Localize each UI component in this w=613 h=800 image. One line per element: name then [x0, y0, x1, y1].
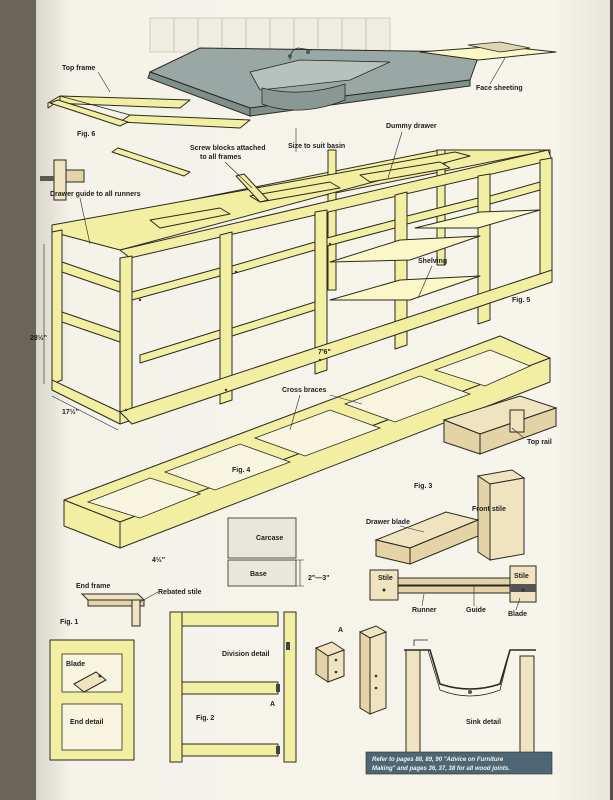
- label-size-to-suit-basin: Size to suit basin: [288, 143, 345, 150]
- label-screw-blocks-1: Screw blocks attached: [190, 145, 265, 152]
- label-base-dim: 4½": [152, 556, 165, 564]
- fig3-runner-assembly: [369, 565, 537, 603]
- label-sink-detail: Sink detail: [466, 719, 501, 726]
- end-detail: [49, 639, 135, 761]
- label-depth-dim: 17½": [62, 408, 79, 416]
- label-top-rail: Top rail: [527, 439, 552, 446]
- label-shelving: Shelving: [418, 258, 447, 265]
- label-rebated-stile: Rebated stile: [158, 589, 202, 596]
- label-fig6: Fig. 6: [77, 131, 95, 138]
- label-carcase: Carcase: [256, 535, 283, 542]
- label-runner: Runner: [412, 607, 437, 614]
- label-face-sheeting: Face sheeting: [476, 85, 523, 92]
- label-division-detail: Division detail: [222, 651, 270, 658]
- fig6-joint-detail: [40, 159, 85, 201]
- label-marker-a1: A: [270, 701, 275, 708]
- carcase-base-detail: [227, 517, 304, 587]
- label-width-dim: 7'6": [318, 349, 331, 356]
- label-top-frame: Top frame: [62, 65, 95, 72]
- fig3-drawer-blade: [374, 511, 480, 565]
- label-front-stile: Front stile: [472, 506, 506, 513]
- fig2-division-detail: [169, 611, 297, 763]
- label-end-detail: End detail: [70, 719, 104, 726]
- label-fig1: Fig. 1: [60, 619, 78, 626]
- label-blade: Blade: [508, 611, 527, 618]
- reference-note: Refer to pages 88, 89, 90 "Advice on Fur…: [365, 751, 553, 775]
- wall-tiles: [149, 17, 391, 53]
- label-screw-blocks-2: to all frames: [200, 154, 241, 161]
- top-rail-joint: [442, 395, 558, 455]
- sink-detail: [404, 639, 536, 761]
- fig3-front-stile: [476, 469, 526, 561]
- label-marker-a2: A: [338, 627, 343, 634]
- book-binding: [0, 0, 40, 800]
- label-stile-right: Stile: [514, 573, 529, 580]
- label-stile-left: Stile: [378, 575, 393, 582]
- label-plinth-dim: 2"—3": [308, 575, 329, 582]
- a-joint-detail: [314, 625, 388, 715]
- reference-line-1: Refer to pages 88, 89, 90 "Advice on Fur…: [372, 757, 504, 763]
- fig1-end-frame: [80, 593, 146, 627]
- label-fig4: Fig. 4: [232, 467, 250, 474]
- label-fig5: Fig. 5: [512, 297, 530, 304]
- label-drawer-guide: Drawer guide to all runners: [50, 191, 141, 198]
- label-guide: Guide: [466, 607, 486, 614]
- sink-top: [147, 47, 481, 117]
- label-fig3: Fig. 3: [414, 483, 432, 490]
- label-height-dim: 28½": [30, 334, 47, 342]
- label-end-frame: End frame: [76, 583, 110, 590]
- fig5-carcase: [51, 147, 553, 425]
- label-fig2: Fig. 2: [196, 715, 214, 722]
- label-base: Base: [250, 571, 267, 578]
- label-dummy-drawer: Dummy drawer: [386, 123, 437, 130]
- top-frame: [47, 95, 251, 129]
- label-blade-detail: Blade: [66, 661, 85, 668]
- face-sheeting: [419, 41, 557, 61]
- label-drawer-blade: Drawer blade: [366, 519, 410, 526]
- reference-line-2: Making" and pages 36, 37, 38 for all woo…: [372, 766, 510, 772]
- label-cross-braces: Cross braces: [282, 387, 326, 394]
- fig4-base-frame: [63, 335, 551, 549]
